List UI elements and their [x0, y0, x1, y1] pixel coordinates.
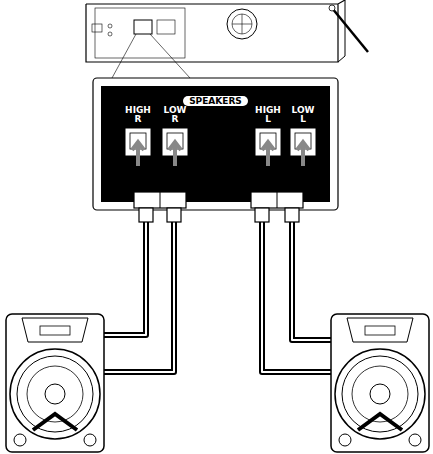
terminal-label: HIGH R [125, 106, 151, 124]
speaker-terminal-panel: SPEAKERS [101, 86, 330, 202]
speaker-wire [104, 220, 331, 372]
terminal-label: HIGH L [255, 106, 281, 124]
receiver-unit [86, 0, 368, 62]
inset-frame [93, 78, 338, 210]
speaker-right [331, 314, 429, 452]
terminal-label: LOW R [164, 106, 187, 124]
speaker-left [6, 314, 104, 452]
terminal-label: LOW L [292, 106, 315, 124]
callout-leader [112, 34, 190, 78]
panel-title: SPEAKERS [183, 96, 248, 106]
